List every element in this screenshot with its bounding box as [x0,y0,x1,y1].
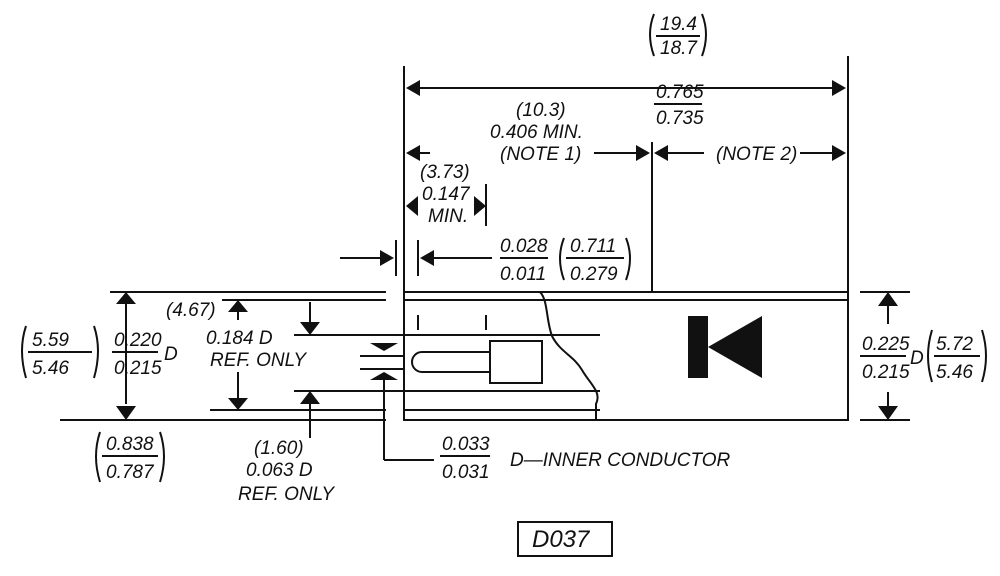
ref063-in: 0.063 D [246,460,313,481]
flange-thickness-dimension: (1.60) 0.063 D REF. ONLY [238,302,404,505]
cathode-band-icon [688,316,762,378]
package-label-box: D037 [517,521,613,557]
ref063-mm: (1.60) [254,438,304,459]
gap-in-lo: 0.011 [500,264,546,285]
flange-gap-dimension: 0.028 0.011 0.711 0.279 [340,236,631,285]
note2-dimension: (NOTE 2) [654,144,846,165]
right-height-dimension: 0.225 0.215 D 5.72 5.46 [860,291,987,421]
left-mm-lo: 5.46 [32,358,69,379]
package-body [360,291,849,421]
right-in-hi: 0.225 [862,334,910,355]
small-in: 0.147 [422,184,471,205]
left-d: D [164,344,178,365]
right-mm-lo: 5.46 [936,362,973,383]
package-label: D037 [532,526,591,553]
inner-lo: 0.031 [442,462,490,483]
min-length-dimension: (10.3) 0.406 MIN. (NOTE 1) [406,100,653,292]
inner-conductor-dimension: 0.033 0.031 D—INNER CONDUCTOR [370,343,731,483]
flange-mm-lo: 0.787 [106,462,155,483]
flange-mm-dimension: 0.838 0.787 [95,431,165,483]
overall-mm-lo: 18.7 [660,38,698,59]
ref184-mm: (4.67) [166,300,216,321]
ref063-note: REF. ONLY [238,484,335,505]
right-d: D [910,348,924,369]
min-mm: (10.3) [516,100,566,121]
inner-hi: 0.033 [442,434,490,455]
right-in-lo: 0.215 [862,362,910,383]
overall-mm-hi: 19.4 [660,14,697,35]
left-in-lo: 0.215 [114,358,162,379]
ref184-note: REF. ONLY [210,350,307,371]
note-1: (NOTE 1) [500,144,581,165]
ref184-in: 0.184 D [206,328,273,349]
gap-mm-lo: 0.279 [570,264,618,285]
gap-in-hi: 0.028 [500,236,548,257]
min-in: 0.406 MIN. [490,122,583,143]
gap-mm-hi: 0.711 [570,236,616,257]
inner-label: D—INNER CONDUCTOR [510,450,731,471]
left-mm-hi: 5.59 [32,330,69,351]
overall-in-hi: 0.765 [656,82,704,103]
right-mm-hi: 5.72 [936,334,973,355]
overall-in-lo: 0.735 [656,108,704,129]
left-in-hi: 0.220 [114,330,162,351]
ref-184-dimension: (4.67) 0.184 D REF. ONLY [166,299,386,411]
left-height-dimension: 5.59 5.46 0.220 0.215 D [21,291,386,421]
small-mm: (3.73) [420,162,470,183]
note-2: (NOTE 2) [716,144,797,165]
small-min-dimension: (3.73) 0.147 MIN. [406,162,487,227]
flange-mm-hi: 0.838 [106,434,154,455]
overall-length-dimension: 19.4 18.7 0.765 0.735 [403,13,849,292]
small-min: MIN. [428,206,468,227]
